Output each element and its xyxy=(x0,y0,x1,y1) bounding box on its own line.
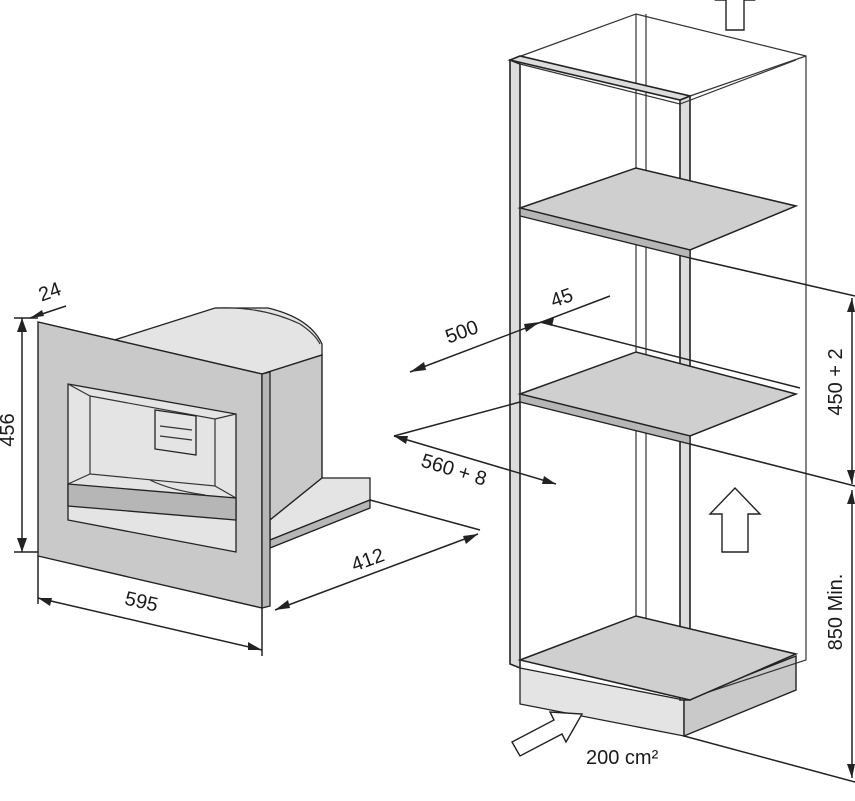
cabinet-top-rail xyxy=(507,55,693,101)
dim-arrow-niche-height-top xyxy=(847,298,855,312)
dim-ext-niche-width xyxy=(393,401,521,437)
dim-arrow-niche-depth-right xyxy=(524,322,540,332)
dim-label-vent-area: 200 cm² xyxy=(586,747,659,769)
cabinet-top-inner xyxy=(519,59,797,105)
dim-arrow-niche-width-right xyxy=(542,476,556,484)
dim-arrow-height-bottom xyxy=(17,538,27,552)
cabinet-top-right xyxy=(689,55,807,97)
dim-label-niche-depth: 500 xyxy=(443,316,482,348)
cabinet-left-post xyxy=(509,58,521,670)
coffee-machine: 456 595 412 24 xyxy=(0,278,481,656)
machine-spout-detail xyxy=(159,425,193,441)
airflow-arrow-up-middle-icon xyxy=(708,486,762,553)
dim-label-niche-height: 450 + 2 xyxy=(825,348,847,415)
dim-arrow-niche-gap xyxy=(540,318,554,326)
dim-ext-niche-gap xyxy=(539,321,801,389)
dim-arrow-niche-height-bottom xyxy=(847,470,855,484)
dim-arrow-niche-depth-left xyxy=(410,362,426,372)
dim-label-niche-width: 560 + 8 xyxy=(418,450,489,491)
cabinet-upper-shelf xyxy=(517,167,799,251)
dim-line-depth xyxy=(274,533,479,611)
machine-spout xyxy=(154,409,197,456)
dim-line-width xyxy=(37,597,263,651)
dim-arrow-depth-right xyxy=(463,534,478,544)
machine-opening-edges xyxy=(67,383,237,499)
dim-label-floor-clearance: 850 Min. xyxy=(825,574,847,651)
dim-ext-floor xyxy=(683,735,855,783)
dim-line-niche-width xyxy=(393,435,557,485)
machine-drip-tray xyxy=(67,483,237,521)
tall-cabinet xyxy=(507,13,807,738)
dim-label-machine-width: 595 xyxy=(123,588,160,617)
dim-ext-depth xyxy=(369,499,481,531)
machine-cup-rest xyxy=(149,479,206,496)
dim-arrow-niche-width-left xyxy=(394,436,408,444)
dim-arrow-height-top xyxy=(17,318,27,332)
dim-arrow-floor-bottom xyxy=(847,764,855,778)
dim-label-machine-depth: 412 xyxy=(349,544,388,576)
dim-label-niche-gap: 45 xyxy=(548,284,576,312)
cabinet-bottom-shelf xyxy=(517,615,799,701)
dim-label-machine-height: 456 xyxy=(0,413,19,446)
airflow-arrows xyxy=(511,0,762,757)
dim-line-niche-depth xyxy=(409,295,611,373)
airflow-arrow-in-bottom-icon xyxy=(511,711,584,757)
dim-arrow-trim xyxy=(30,310,44,318)
dim-arrow-floor-top xyxy=(847,490,855,504)
dim-arrow-width-right xyxy=(248,642,262,650)
dim-ext-niche-height-top xyxy=(689,257,855,297)
dim-arrow-width-left xyxy=(38,598,52,606)
dim-ext-niche-height-bottom xyxy=(689,443,855,487)
airflow-arrow-up-top-icon xyxy=(714,0,756,31)
dim-arrow-depth-left xyxy=(275,600,290,610)
machine-frame-edge xyxy=(261,371,271,609)
cabinet-middle-shelf xyxy=(517,351,799,437)
machine-top-curve xyxy=(214,307,321,345)
dim-label-machine-trim: 24 xyxy=(36,278,64,306)
